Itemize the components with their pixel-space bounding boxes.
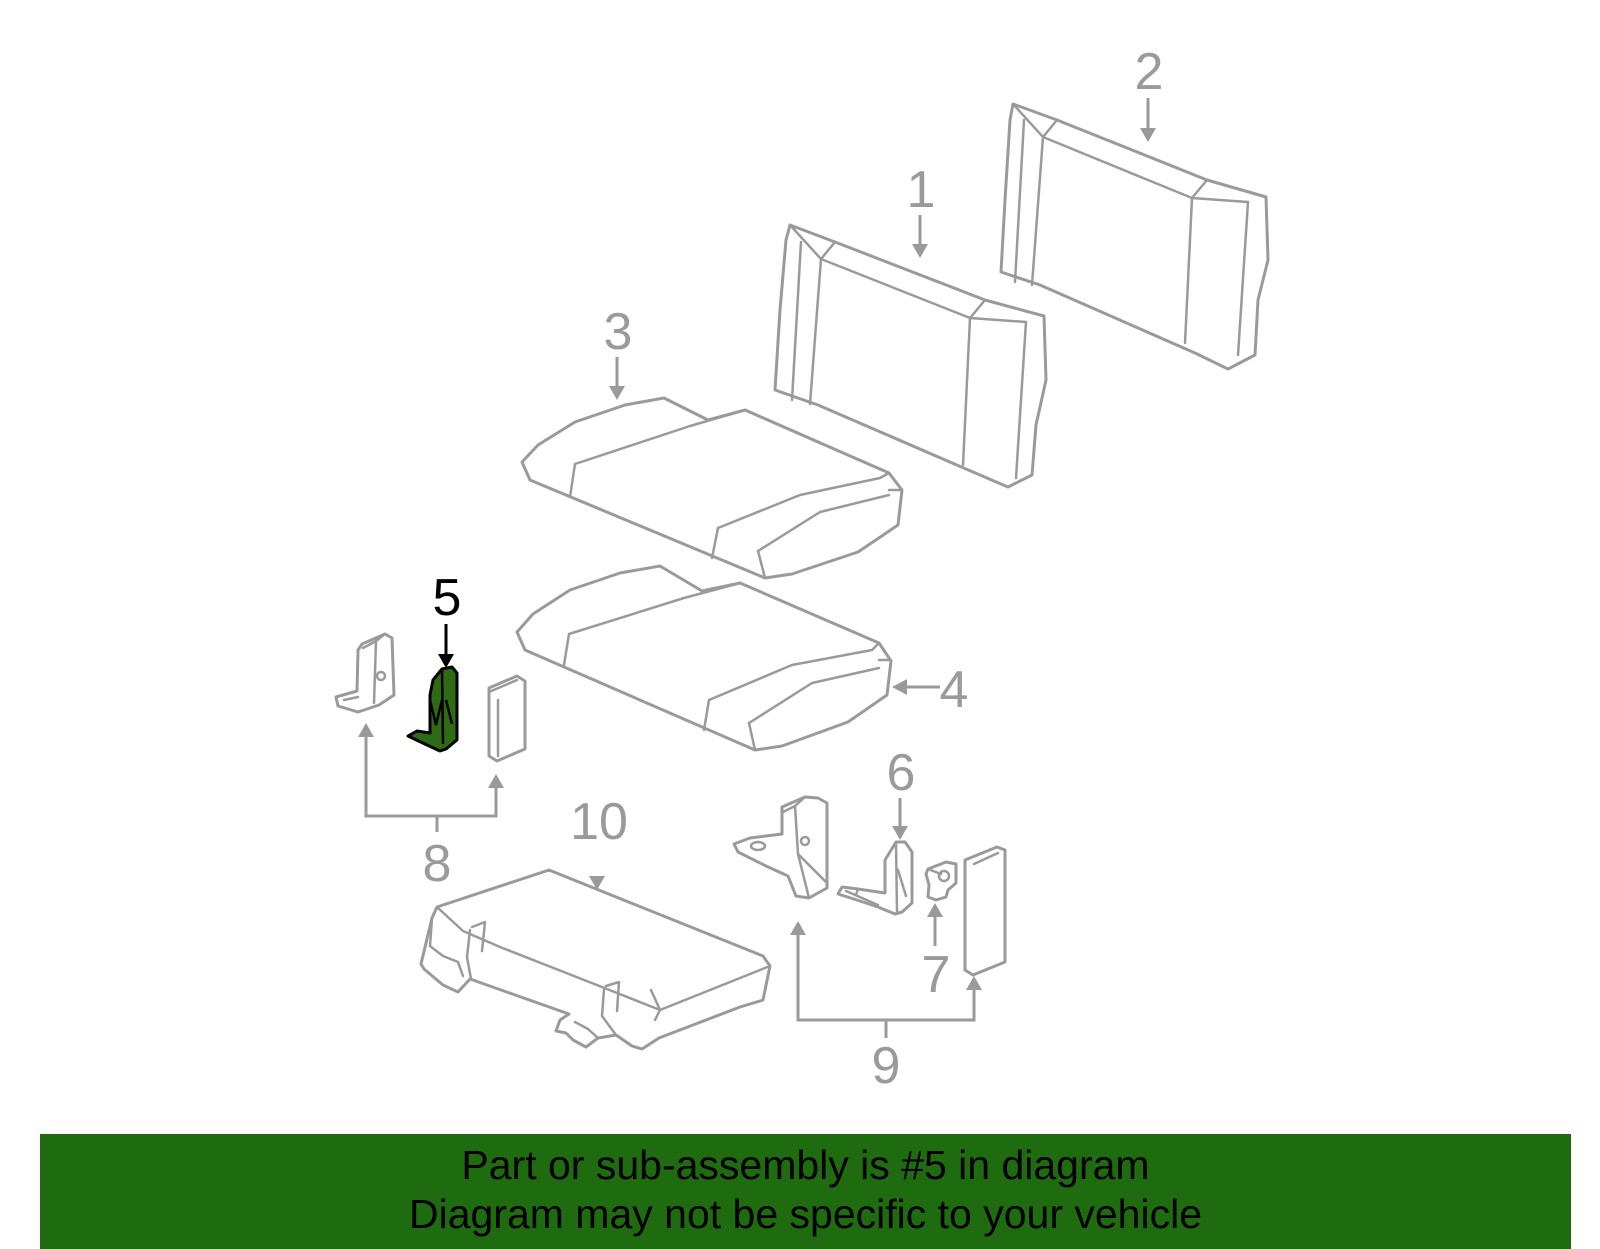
part-8-trim-cover[interactable] — [487, 674, 527, 763]
part-3-seat-cushion[interactable] — [520, 396, 904, 580]
parts-diagram: 2 1 3 4 5 6 10 8 7 9 — [334, 43, 1270, 1095]
info-banner: Part or sub-assembly is #5 in diagram Di… — [40, 1134, 1571, 1249]
part-8-left-bracket[interactable] — [334, 632, 396, 714]
banner-line-2: Diagram may not be specific to your vehi… — [408, 1191, 1202, 1237]
callout-6: 6 — [887, 744, 916, 802]
callout-4: 4 — [940, 661, 969, 719]
part-5-hinge-bracket[interactable] — [406, 665, 459, 753]
part-2-seat-back[interactable] — [999, 102, 1270, 371]
callout-1: 1 — [907, 161, 936, 219]
leader-lines — [358, 98, 1156, 1038]
callout-3: 3 — [604, 303, 633, 361]
part-9-hinge-bracket[interactable] — [732, 795, 829, 900]
callout-2: 2 — [1135, 43, 1164, 101]
callout-9: 9 — [872, 1037, 901, 1095]
part-6-hinge-plate[interactable] — [836, 840, 914, 916]
callout-labels: 2 1 3 4 5 6 10 8 7 9 — [423, 43, 1164, 1095]
part-9-trim-cover[interactable] — [963, 845, 1007, 977]
part-7-small-bracket[interactable] — [924, 860, 958, 902]
callout-7: 7 — [922, 946, 951, 1004]
part-1-seat-back[interactable] — [773, 223, 1048, 489]
callout-8: 8 — [423, 835, 452, 893]
callout-10: 10 — [570, 793, 628, 851]
part-10-seat-frame[interactable] — [419, 868, 772, 1051]
banner-line-1: Part or sub-assembly is #5 in diagram — [461, 1142, 1150, 1188]
part-4-seat-cushion[interactable] — [515, 564, 893, 752]
callout-5: 5 — [433, 569, 462, 627]
